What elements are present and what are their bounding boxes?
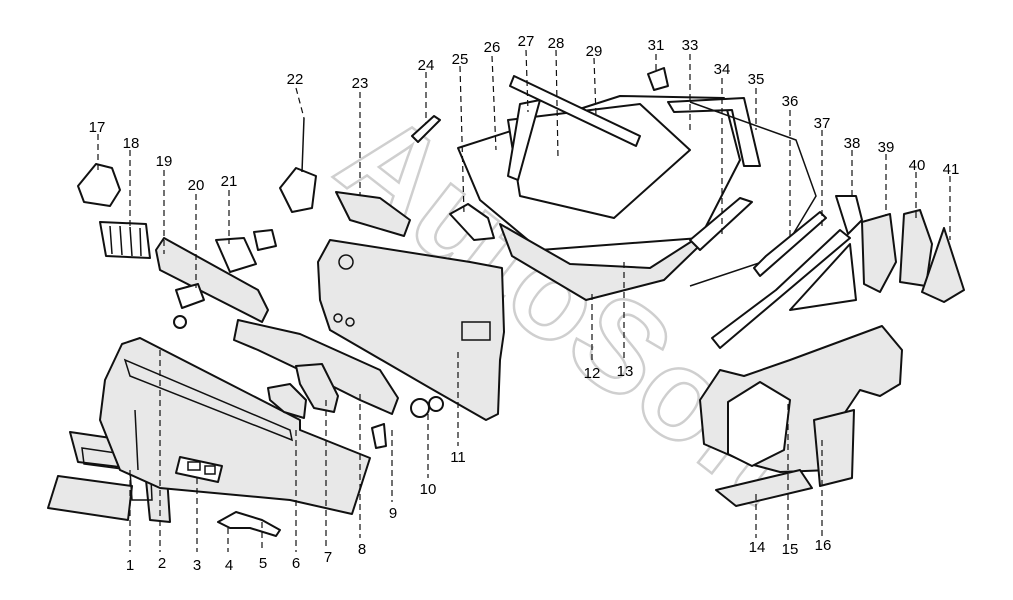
part-trim-40 [899, 209, 933, 287]
callout-4: 4 [225, 557, 233, 574]
callout-37: 37 [814, 115, 831, 132]
callout-40: 40 [909, 157, 926, 174]
callout-21: 21 [221, 173, 238, 190]
part-small-bracket [371, 423, 387, 449]
callout-11: 11 [450, 449, 466, 466]
part-absorber-left [267, 383, 307, 419]
callout-5: 5 [259, 555, 267, 572]
part-tailgate-glass [507, 103, 691, 219]
callout-20: 20 [188, 177, 205, 194]
leader-lines [97, 49, 951, 552]
part-mudflap-16 [813, 409, 855, 487]
callout-34: 34 [714, 61, 731, 78]
callout-36: 36 [782, 93, 799, 110]
callout-9: 9 [389, 505, 397, 522]
part-hinge-31 [647, 67, 669, 91]
callout-22: 22 [287, 71, 304, 88]
part-quarter-window-38 [789, 243, 857, 311]
part-bracket-23 [335, 191, 411, 237]
part-clip-21 [215, 237, 257, 273]
part-seal-33 [667, 97, 761, 167]
callout-17: 17 [89, 119, 106, 136]
callout-14: 14 [749, 539, 766, 556]
part-license-plate [47, 475, 133, 521]
part-latch [410, 398, 430, 418]
part-weatherstrip-35 [689, 101, 817, 287]
callout-7: 7 [324, 549, 332, 566]
callout-25: 25 [452, 51, 469, 68]
callout-33: 33 [682, 37, 699, 54]
callout-19: 19 [156, 153, 173, 170]
callout-26: 26 [484, 39, 501, 56]
part-latch-25 [449, 203, 495, 241]
callout-28: 28 [548, 35, 565, 52]
part-lamp-17 [77, 163, 121, 207]
callout-27: 27 [518, 33, 535, 50]
callout-41: 41 [943, 161, 960, 178]
callout-39: 39 [878, 139, 895, 156]
part-bracket-5 [217, 511, 281, 537]
part-quarter-trim-37 [711, 229, 851, 349]
part-clip-20 [175, 283, 205, 309]
part-gas-strut-36 [753, 211, 827, 277]
callout-numbers: 1 2 3 4 5 6 7 8 9 10 11 12 13 14 15 16 1… [89, 33, 960, 574]
callout-3: 3 [193, 557, 201, 574]
callout-38: 38 [844, 135, 861, 152]
part-seal-28 [509, 75, 641, 147]
callout-35: 35 [748, 71, 765, 88]
callout-16: 16 [815, 537, 832, 554]
part-carrier-19 [155, 237, 269, 323]
part-trim-39 [861, 213, 897, 293]
part-strip-34 [689, 197, 753, 251]
callout-2: 2 [158, 555, 166, 572]
callout-13: 13 [617, 363, 634, 380]
part-wheel-arch-15 [727, 381, 791, 467]
parts [47, 67, 965, 537]
part-antenna [279, 167, 317, 213]
callout-1: 1 [126, 557, 134, 574]
callout-24: 24 [418, 57, 435, 74]
callout-10: 10 [420, 481, 437, 498]
part-trim-41 [921, 227, 965, 303]
callout-8: 8 [358, 541, 366, 558]
part-trim-24 [411, 115, 441, 143]
callout-29: 29 [586, 43, 603, 60]
part-corner-window-27 [507, 99, 541, 181]
callout-12: 12 [584, 365, 601, 382]
callout-15: 15 [782, 541, 799, 558]
part-grille-18 [99, 221, 151, 259]
callout-6: 6 [292, 555, 300, 572]
callout-23: 23 [352, 75, 369, 92]
part-rear-bumper-cover [99, 337, 371, 515]
part-quarter-frame-38 [835, 195, 863, 235]
part-absorber-right [295, 363, 339, 413]
callout-18: 18 [123, 135, 140, 152]
callout-31: 31 [648, 37, 665, 54]
